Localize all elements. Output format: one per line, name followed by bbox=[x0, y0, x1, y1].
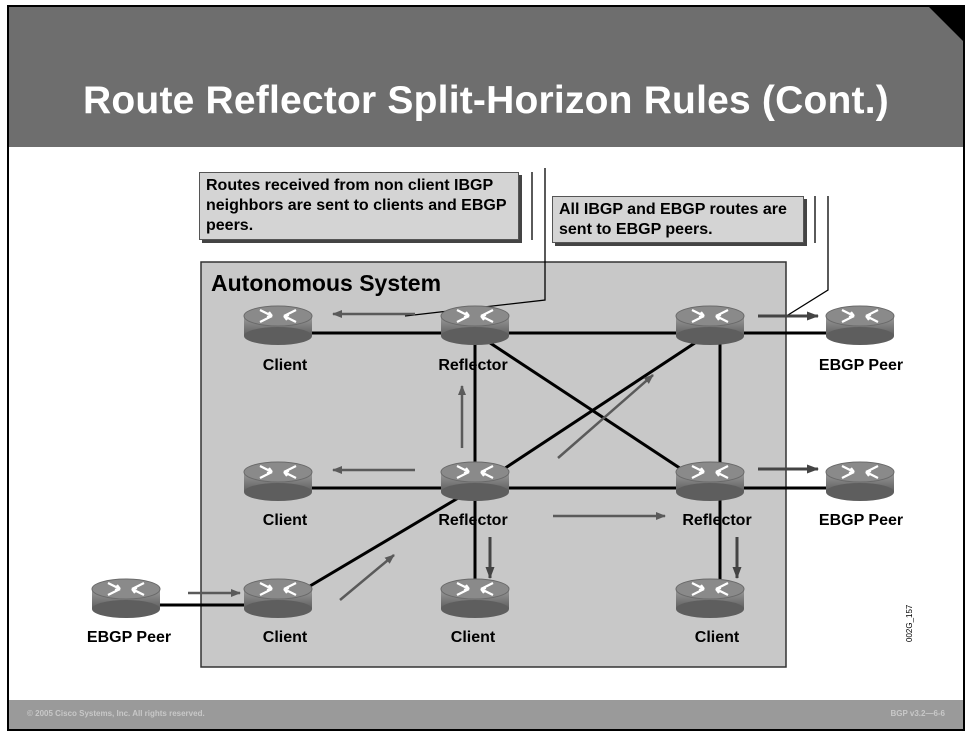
node-label-client-mid: Client bbox=[262, 512, 308, 529]
route-flow-arrows bbox=[188, 310, 666, 601]
footer-course-id: BGP v3.2—6-6 bbox=[890, 709, 945, 718]
arrow-diagonal-from-bottom-left bbox=[339, 554, 395, 601]
router-icon bbox=[90, 577, 162, 620]
router-icon bbox=[674, 304, 746, 347]
router-icon bbox=[824, 304, 896, 347]
node-label-ebgp-peer-right: EBGP Peer bbox=[818, 512, 904, 529]
right-callout-bracket bbox=[787, 196, 829, 316]
slide-frame: Route Reflector Split-Horizon Rules (Con… bbox=[7, 5, 965, 731]
node-label-ebgp-peer-left: EBGP Peer bbox=[86, 629, 172, 646]
callout-nonclient-rule: Routes received from non client IBGP nei… bbox=[199, 172, 519, 240]
link-reflector-mid-client-bottom-left bbox=[277, 486, 476, 607]
router-icon bbox=[674, 577, 746, 620]
figure-id: 002G_157 bbox=[905, 604, 914, 642]
node-label-client-bottom-left: Client bbox=[262, 629, 308, 646]
node-label-ebgp-peer-top: EBGP Peer bbox=[818, 357, 904, 374]
node-label-client-top: Client bbox=[262, 357, 308, 374]
router-icon bbox=[242, 577, 314, 620]
node-label-client-bottom-right: Client bbox=[694, 629, 740, 646]
arrow-diagonal-up-right bbox=[557, 374, 654, 459]
callout-ebgp-rule: All IBGP and EBGP routes are sent to EBG… bbox=[552, 196, 804, 243]
footer-bar: © 2005 Cisco Systems, Inc. All rights re… bbox=[9, 700, 963, 729]
node-label-reflector-right: Reflector bbox=[682, 512, 752, 529]
router-icon bbox=[674, 460, 746, 503]
node-label-reflector-top: Reflector bbox=[438, 357, 508, 374]
router-icon bbox=[439, 577, 511, 620]
router-icon bbox=[242, 304, 314, 347]
router-icon bbox=[439, 460, 511, 503]
link-reflector-mid-router-top-right bbox=[474, 331, 711, 490]
router-icon bbox=[242, 460, 314, 503]
node-label-reflector-mid: Reflector bbox=[438, 512, 508, 529]
slide-title: Route Reflector Split-Horizon Rules (Con… bbox=[83, 79, 889, 122]
egress-arrows bbox=[485, 311, 819, 579]
router-icon bbox=[824, 460, 896, 503]
router-icon bbox=[439, 304, 511, 347]
footer-copyright: © 2005 Cisco Systems, Inc. All rights re… bbox=[27, 709, 205, 718]
corner-fold bbox=[929, 7, 963, 41]
autonomous-system-label: Autonomous System bbox=[211, 270, 442, 296]
title-bar: Route Reflector Split-Horizon Rules (Con… bbox=[9, 7, 963, 147]
node-label-client-bottom-mid: Client bbox=[450, 629, 496, 646]
